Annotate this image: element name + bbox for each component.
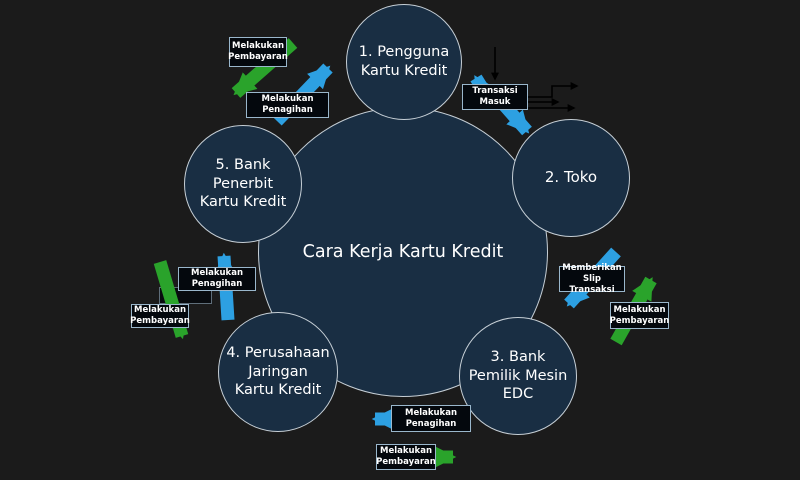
black-connector-elbow bbox=[528, 82, 579, 98]
label-memberikan-slip-transaksi: Memberikan Slip Transaksi bbox=[559, 263, 625, 295]
label-transaksi-masuk: Transaksi Masuk bbox=[462, 84, 528, 110]
node-pengguna-kartu-kredit: 1. Pengguna Kartu Kredit bbox=[346, 4, 462, 120]
node-jaringan-label: 4. Perusahaan Jaringan Kartu Kredit bbox=[226, 345, 330, 399]
node-toko: 2. Toko bbox=[512, 119, 630, 237]
node-bank-edc-label: 3. Bank Pemilik Mesin EDC bbox=[468, 349, 568, 403]
label-bottom-pembayaran: Melakukan Pembayaran bbox=[376, 444, 436, 470]
label-left-penagihan: Melakukan Penagihan bbox=[178, 267, 256, 291]
node-perusahaan-jaringan: 4. Perusahaan Jaringan Kartu Kredit bbox=[218, 312, 338, 432]
label-bottom-penagihan: Melakukan Penagihan bbox=[391, 405, 471, 432]
diagram-title: Cara Kerja Kartu Kredit bbox=[302, 241, 504, 262]
label-left-pembayaran: Melakukan Pembayaran bbox=[130, 304, 190, 328]
node-bank-pemilik-mesin-edc: 3. Bank Pemilik Mesin EDC bbox=[459, 317, 577, 435]
node-bank-penerbit: 5. Bank Penerbit Kartu Kredit bbox=[184, 125, 302, 243]
label-top-pembayaran: Melakukan Pembayaran bbox=[228, 37, 288, 67]
node-penerbit-label: 5. Bank Penerbit Kartu Kredit bbox=[199, 157, 287, 211]
node-pengguna-label: 1. Pengguna Kartu Kredit bbox=[358, 44, 450, 79]
label-top-penagihan: Melakukan Penagihan bbox=[246, 92, 329, 118]
label-right-pembayaran: Melakukan Pembayaran bbox=[610, 302, 669, 329]
node-toko-label: 2. Toko bbox=[544, 168, 598, 187]
